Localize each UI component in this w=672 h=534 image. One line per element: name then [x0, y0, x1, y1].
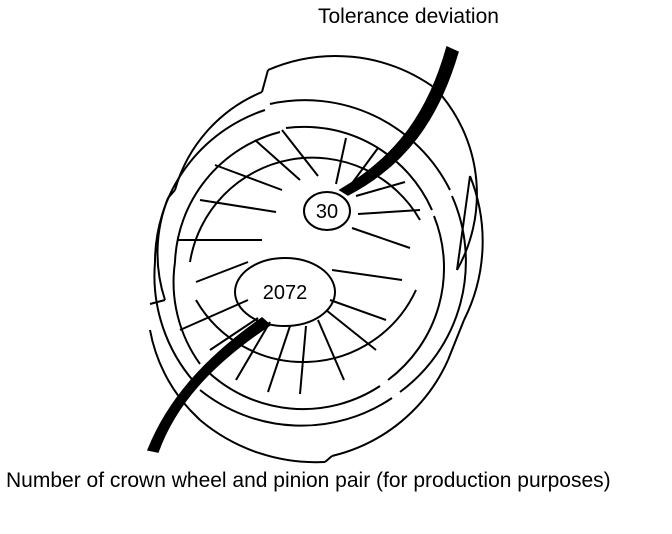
pair-number-value: 2072 [263, 282, 308, 304]
gear-outer-rim [149, 55, 484, 464]
tolerance-deviation-label: Tolerance deviation [318, 5, 499, 28]
tolerance-value: 30 [316, 201, 338, 223]
pair-number-leader-line [146, 317, 272, 453]
gear-teeth [178, 129, 421, 395]
gear-inner-rings [153, 99, 467, 427]
pair-number-oval [234, 257, 336, 327]
tolerance-oval [303, 191, 351, 231]
pair-number-label: Number of crown wheel and pinion pair (f… [6, 469, 611, 492]
tolerance-leader-line [338, 45, 459, 196]
